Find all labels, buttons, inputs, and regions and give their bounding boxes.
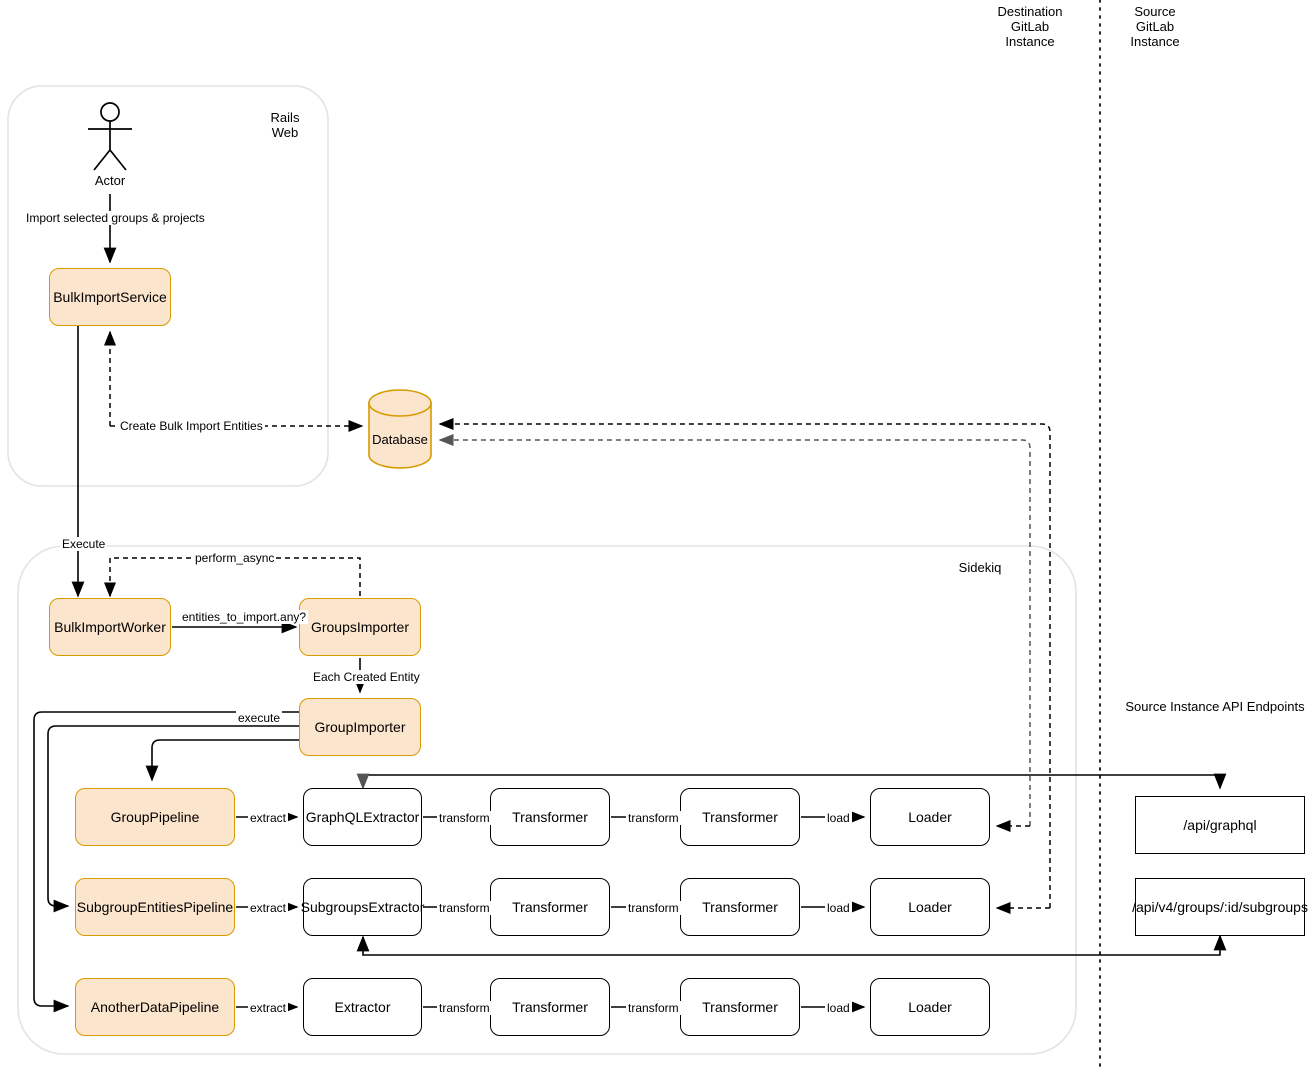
node-transformer-1a[interactable]: Transformer (490, 788, 610, 846)
node-group-pipeline[interactable]: GroupPipeline (75, 788, 235, 846)
node-api-subgroups-label: /api/v4/groups/:id/subgroups (1132, 899, 1308, 915)
node-bulk-import-worker-label: BulkImportWorker (54, 619, 166, 635)
edge-label-load-a: load (825, 811, 852, 825)
node-transformer-1c[interactable]: Transformer (490, 978, 610, 1036)
node-graphql-extractor[interactable]: GraphQLExtractor (303, 788, 422, 846)
edge-groupimporter-to-anotherpipeline (33, 711, 299, 1013)
edge-label-transform-2a: transform (626, 811, 681, 825)
node-transformer-2a-label: Transformer (702, 809, 778, 825)
node-subgroup-entities-pipeline-label: SubgroupEntitiesPipeline (76, 899, 234, 915)
edge-label-transform-2b: transform (626, 901, 681, 915)
node-subgroups-extractor[interactable]: SubgroupsExtractor (300, 878, 425, 936)
node-transformer-2b[interactable]: Transformer (680, 878, 800, 936)
sidekiq-label: Sidekiq (958, 560, 1002, 575)
edge-label-each-created-entity: Each Created Entity (311, 670, 422, 684)
node-extractor[interactable]: Extractor (303, 978, 422, 1036)
node-transformer-2c-label: Transformer (702, 999, 778, 1015)
node-groups-importer-label: GroupsImporter (310, 619, 410, 635)
edge-label-perform-async: perform_async (193, 551, 277, 565)
node-transformer-2b-label: Transformer (702, 899, 778, 915)
edge-label-transform-1c: transform (437, 1001, 492, 1015)
node-bulk-import-worker[interactable]: BulkImportWorker (49, 598, 171, 656)
edge-label-execute-pipeline: execute (236, 711, 283, 725)
edge-graphql-to-api (362, 774, 1221, 786)
database-icon (368, 389, 432, 469)
node-subgroup-entities-pipeline[interactable]: SubgroupEntitiesPipeline (75, 878, 235, 936)
node-loader-c[interactable]: Loader (870, 978, 990, 1036)
node-database-label: Database (372, 432, 428, 447)
destination-instance-label: Destination GitLab Instance (997, 4, 1063, 49)
node-extractor-label: Extractor (334, 999, 391, 1015)
node-bulk-import-service[interactable]: BulkImportService (49, 268, 171, 326)
node-api-graphql[interactable]: /api/graphql (1135, 796, 1305, 854)
edge-label-transform-1b: transform (437, 901, 492, 915)
node-transformer-1b-label: Transformer (512, 899, 588, 915)
edge-label-extract-a: extract (248, 811, 289, 825)
node-loader-b-label: Loader (908, 899, 952, 915)
edge-subgroups-to-api (362, 938, 1221, 956)
edge-label-extract-c: extract (248, 1001, 289, 1015)
edge-groupimporter-to-grouppipeline (145, 739, 299, 782)
node-loader-a-label: Loader (908, 809, 952, 825)
source-instance-label: Source GitLab Instance (1130, 4, 1180, 49)
edge-label-transform-2c: transform (626, 1001, 681, 1015)
api-endpoints-label: Source Instance API Endpoints (1125, 699, 1305, 714)
node-another-data-pipeline[interactable]: AnotherDataPipeline (75, 978, 235, 1036)
node-loader-a[interactable]: Loader (870, 788, 990, 846)
edge-label-import-selected: Import selected groups & projects (24, 211, 207, 225)
edge-loader-b-to-db (438, 434, 1031, 826)
node-transformer-2a[interactable]: Transformer (680, 788, 800, 846)
actor-icon (88, 102, 132, 171)
edge-label-load-b: load (825, 901, 852, 915)
node-graphql-extractor-label: GraphQLExtractor (305, 809, 420, 825)
node-another-data-pipeline-label: AnotherDataPipeline (90, 999, 220, 1015)
node-subgroups-extractor-label: SubgroupsExtractor (300, 899, 425, 915)
node-api-subgroups[interactable]: /api/v4/groups/:id/subgroups (1132, 878, 1308, 936)
edge-label-transform-1a: transform (437, 811, 492, 825)
node-transformer-1b[interactable]: Transformer (490, 878, 610, 936)
edge-label-create-entities: Create Bulk Import Entities (118, 419, 265, 433)
node-transformer-1c-label: Transformer (512, 999, 588, 1015)
node-loader-b[interactable]: Loader (870, 878, 990, 936)
node-group-pipeline-label: GroupPipeline (110, 809, 200, 825)
edge-loader-a-to-db (438, 418, 1051, 908)
actor-label: Actor (94, 173, 126, 188)
node-group-importer-label: GroupImporter (314, 719, 406, 735)
node-loader-c-label: Loader (908, 999, 952, 1015)
rails-web-container (7, 85, 329, 487)
node-group-importer[interactable]: GroupImporter (299, 698, 421, 756)
edge-label-extract-b: extract (248, 901, 289, 915)
node-transformer-1a-label: Transformer (512, 809, 588, 825)
node-api-graphql-label: /api/graphql (1183, 817, 1257, 833)
edge-label-execute: Execute (60, 537, 108, 551)
node-transformer-2c[interactable]: Transformer (680, 978, 800, 1036)
edge-label-entities-to-import: entities_to_import.any? (180, 610, 309, 624)
node-groups-importer[interactable]: GroupsImporter (299, 598, 421, 656)
edge-label-load-c: load (825, 1001, 852, 1015)
node-bulk-import-service-label: BulkImportService (53, 289, 167, 305)
rails-web-label: Rails Web (270, 110, 300, 140)
sidekiq-container (17, 545, 1077, 1055)
edge-groupimporter-to-subgrouppipeline (47, 725, 299, 913)
